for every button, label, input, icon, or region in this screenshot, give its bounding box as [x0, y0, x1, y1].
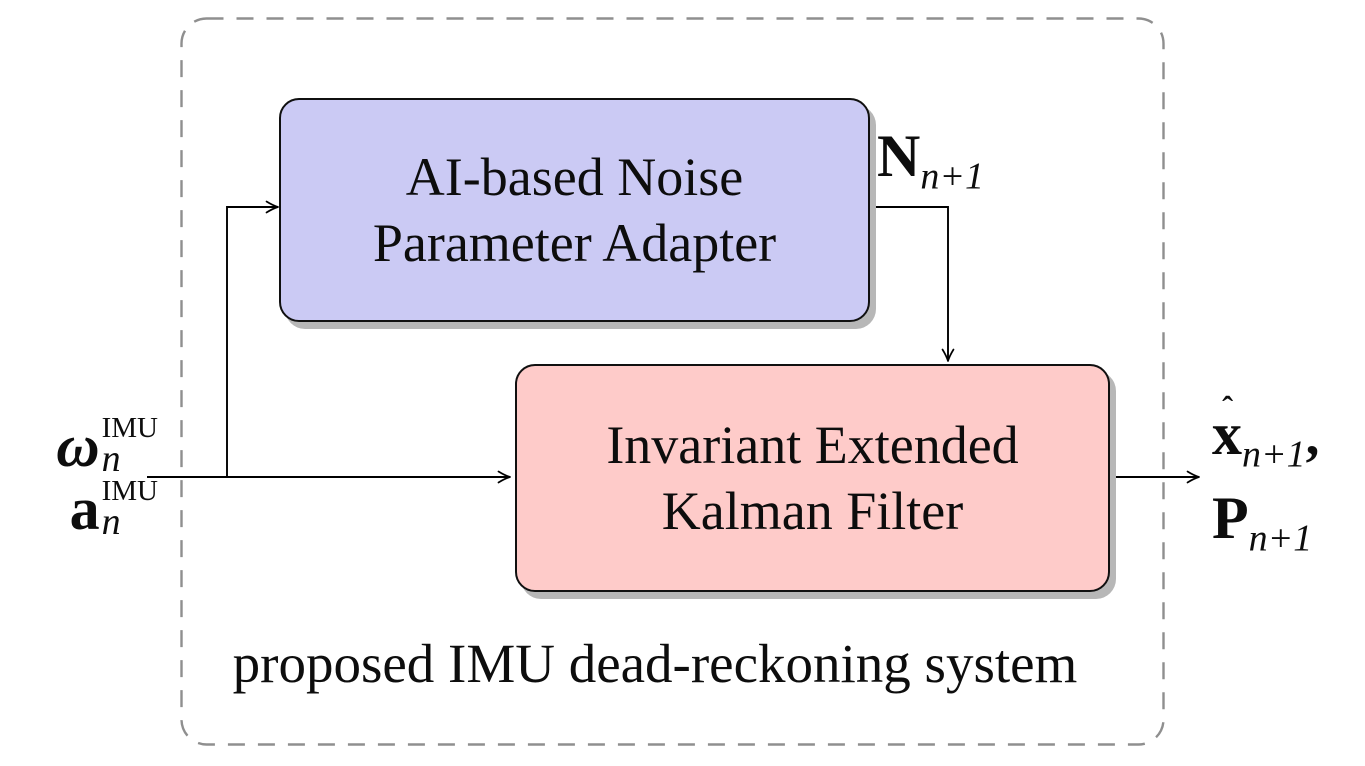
system-caption: proposed IMU dead-reckoning system [232, 633, 1078, 694]
noise-parameters-arrow [864, 206, 955, 362]
gyro-superscript: IMU [101, 412, 158, 444]
covariance-symbol: P [1212, 484, 1249, 551]
state-subscript: n+1 [1242, 433, 1306, 476]
noise-symbol: N [877, 123, 921, 189]
system-boundary [180, 17, 1165, 746]
accel-subscript: n [101, 501, 121, 543]
gyro-subscript: n [101, 438, 121, 480]
imu-branch-arrow [226, 200, 279, 477]
kalman-filter-box: Invariant Extended Kalman Filter [515, 364, 1110, 592]
state-comma: , [1305, 405, 1320, 466]
omega-symbol: ω [56, 412, 100, 479]
hat-accent: ˆ [1222, 390, 1234, 427]
accel-superscript: IMU [101, 475, 158, 507]
kalman-filter-label-line1: Invariant Extended [606, 415, 1019, 475]
noise-adapter-box: AI-based Noise Parameter Adapter [279, 98, 870, 322]
noise-adapter-label-line2: Parameter Adapter [372, 213, 777, 273]
noise-subscript: n+1 [920, 155, 984, 198]
kalman-filter-label-line2: Kalman Filter [661, 481, 964, 541]
covariance-subscript: n+1 [1248, 517, 1313, 560]
noise-adapter-label-line1: AI-based Noise [405, 147, 744, 207]
noise-parameters-label: Nn+1 [877, 126, 984, 207]
covariance-output-label: Pn+1 [1212, 488, 1319, 572]
accel-symbol: a [69, 475, 100, 542]
